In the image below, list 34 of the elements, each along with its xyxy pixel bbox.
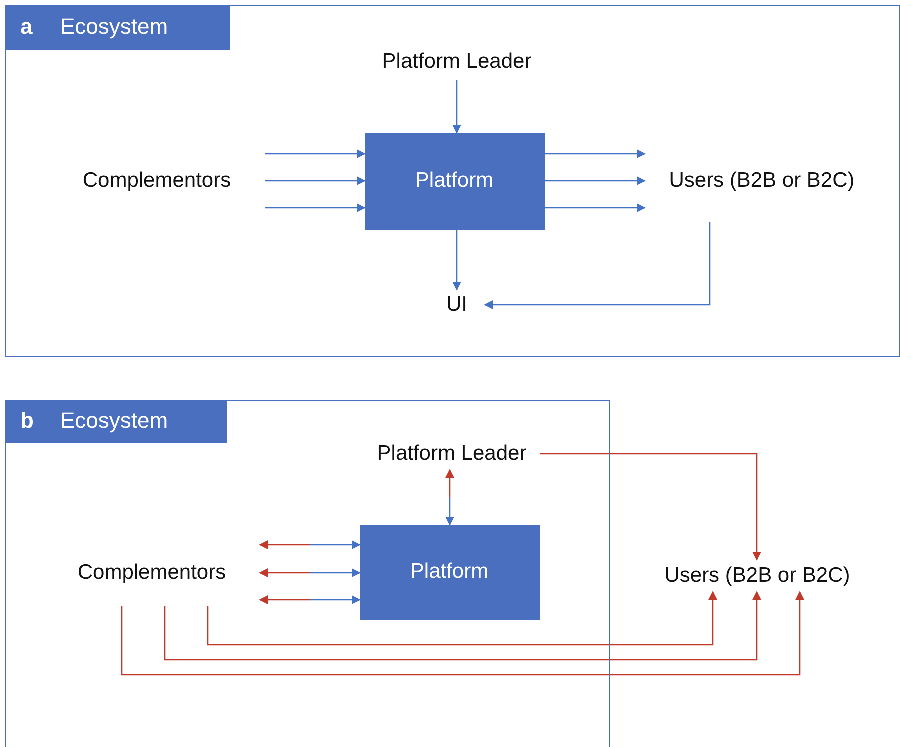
arrow	[121, 591, 804, 676]
arrow	[545, 204, 646, 212]
panel-frame	[5, 400, 610, 747]
panel-title: Ecosystem	[60, 408, 168, 434]
node-label: Platform	[415, 169, 494, 193]
arrow	[265, 150, 366, 158]
platform-box	[364, 132, 544, 230]
arrow	[259, 568, 361, 578]
panel-letter: b	[20, 408, 35, 434]
arrow	[540, 453, 762, 561]
node-label: Platform Leader	[382, 50, 532, 74]
node-label: Users (B2B or B2C)	[669, 168, 855, 192]
arrow	[446, 469, 454, 526]
node-label: Complementors	[78, 560, 226, 584]
platform-box	[360, 524, 540, 620]
panel-frame	[5, 5, 900, 357]
arrow	[452, 230, 462, 291]
arrow	[259, 540, 361, 550]
arrow	[452, 80, 462, 134]
node-label: Users (B2B or B2C)	[664, 564, 850, 588]
arrow	[207, 591, 718, 646]
arrow	[545, 150, 646, 158]
node-label: Platform	[410, 560, 489, 584]
node-label: Complementors	[82, 168, 232, 192]
node-label: UI	[446, 292, 468, 316]
arrow	[259, 596, 361, 604]
node-label: Platform Leader	[377, 442, 527, 466]
arrow	[164, 591, 762, 661]
panel-letter: a	[20, 14, 34, 40]
arrow	[265, 204, 366, 212]
panel-title: Ecosystem	[60, 14, 168, 40]
arrow	[545, 176, 646, 186]
arrow	[265, 176, 366, 186]
arrow	[484, 222, 711, 310]
